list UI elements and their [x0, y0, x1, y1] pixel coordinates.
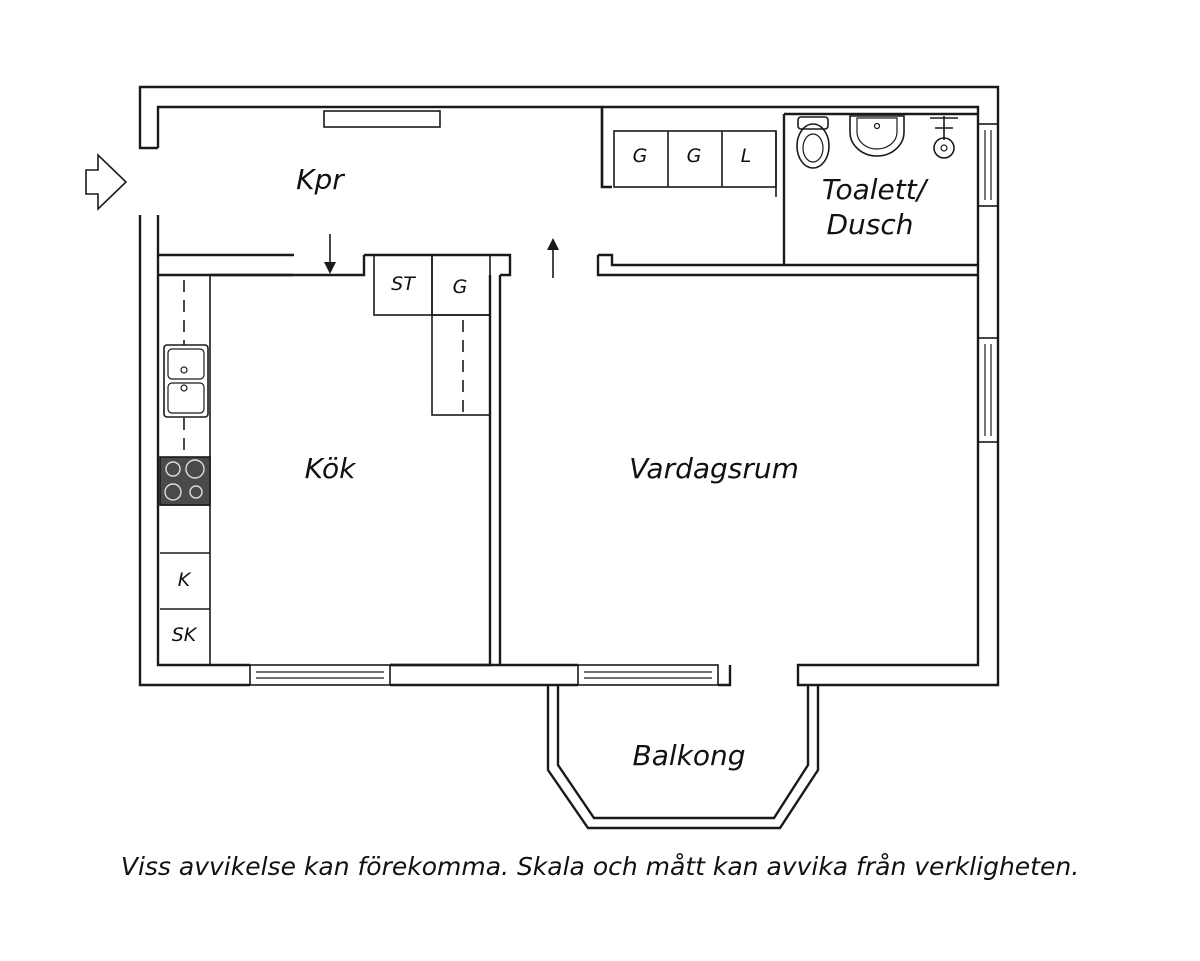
linen-label: L — [741, 145, 752, 167]
wardrobe-label-1: G — [633, 145, 648, 167]
double-sink-icon — [163, 344, 209, 418]
wardrobe-label-2: G — [687, 145, 702, 167]
room-label-hall: Kpr — [296, 163, 345, 196]
room-label-kitchen: Kök — [305, 452, 357, 485]
sink-icon — [849, 115, 905, 157]
kitchen-door-arrow-icon — [324, 234, 336, 274]
room-label-living: Vardagsrum — [629, 452, 799, 485]
fridge-label: K — [178, 569, 192, 591]
room-label-bath-line1: Toalett/ — [822, 173, 929, 206]
room-label-bath-line2: Dusch — [826, 208, 913, 241]
windows — [249, 123, 999, 686]
shower-icon — [930, 116, 958, 159]
disclaimer-text: Viss avvikelse kan förekomma. Skala och … — [120, 852, 1080, 881]
living-door-arrow-icon — [547, 238, 559, 278]
balcony-outline — [546, 685, 820, 830]
storage-label: ST — [391, 273, 416, 295]
entrance-arrow-icon — [85, 153, 128, 211]
hall-wardrobes — [613, 130, 777, 197]
hall-shelf — [323, 110, 441, 128]
room-label-balcony: Balkong — [632, 739, 745, 772]
kitchen-wardrobe-label: G — [453, 276, 468, 298]
toilet-icon — [796, 116, 830, 169]
stove-icon — [159, 456, 211, 506]
freezer-label: SK — [172, 624, 198, 646]
kitchen-storage — [373, 254, 491, 416]
